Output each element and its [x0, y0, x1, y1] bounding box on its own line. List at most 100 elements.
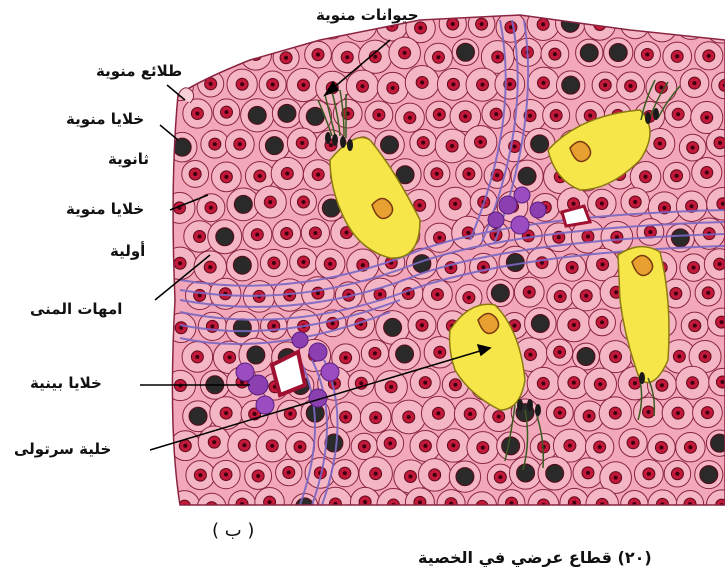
nucleolus — [690, 204, 694, 208]
nucleolus — [272, 324, 276, 328]
dividing-nucleus — [577, 348, 595, 366]
cell-nucleus — [176, 19, 188, 31]
nucleolus — [180, 23, 184, 27]
nucleolus — [648, 230, 652, 234]
cell-nucleus — [179, 500, 191, 512]
nucleolus — [241, 22, 245, 26]
nucleolus — [435, 172, 439, 176]
nucleolus — [693, 324, 697, 328]
dividing-nucleus — [234, 195, 252, 213]
nucleolus — [691, 381, 695, 385]
nucleolus — [437, 112, 441, 116]
dividing-nucleus — [531, 135, 549, 153]
nucleolus — [481, 265, 485, 269]
nucleolus — [313, 231, 317, 235]
nucleolus — [675, 174, 679, 178]
nucleolus — [198, 293, 202, 297]
nucleolus — [242, 443, 246, 447]
dividing-nucleus — [265, 137, 283, 155]
dividing-nucleus — [189, 407, 207, 425]
nucleolus — [344, 356, 348, 360]
nucleolus — [703, 354, 707, 358]
nucleolus — [331, 321, 335, 325]
nucleolus — [377, 113, 381, 117]
nucleolus — [466, 231, 470, 235]
nucleolus — [268, 500, 272, 504]
nucleolus — [374, 416, 378, 420]
label-spermatogonia: امهات المنى — [30, 300, 122, 318]
figure-caption: (٢٠) قطاع عرضي في الخصية — [418, 548, 652, 567]
nucleolus — [224, 473, 228, 477]
nucleolus — [198, 234, 202, 238]
germ-cell — [214, 38, 243, 67]
nucleolus — [572, 501, 576, 505]
nucleolus — [718, 141, 722, 145]
nucleolus — [541, 22, 545, 26]
nucleolus — [210, 506, 214, 510]
nucleolus — [436, 55, 440, 59]
nucleolus — [388, 441, 392, 445]
nucleolus — [389, 385, 393, 389]
nucleolus — [285, 172, 289, 176]
nucleolus — [329, 143, 333, 147]
nucleolus — [480, 22, 484, 26]
germ-cell — [197, 493, 226, 522]
dividing-nucleus — [517, 464, 535, 482]
nucleolus — [419, 26, 423, 30]
nucleolus — [719, 25, 723, 29]
nucleolus — [614, 355, 618, 359]
nucleolus — [255, 233, 259, 237]
nucleolus — [373, 351, 377, 355]
nucleolus — [287, 470, 291, 474]
nucleolus — [527, 290, 531, 294]
nucleolus — [403, 51, 407, 55]
nucleolus — [633, 22, 637, 26]
nucleolus — [240, 82, 244, 86]
nucleolus — [541, 81, 545, 85]
nucleolus — [433, 473, 437, 477]
nucleolus — [298, 445, 302, 449]
cell-nucleus — [656, 21, 668, 33]
nucleolus — [178, 261, 182, 265]
nucleolus — [588, 114, 592, 118]
nucleolus — [467, 296, 471, 300]
nucleolus — [660, 25, 664, 29]
nucleolus — [423, 381, 427, 385]
nucleolus — [391, 86, 395, 90]
nucleolus — [513, 145, 517, 149]
nucleolus — [603, 83, 607, 87]
nucleolus — [633, 200, 637, 204]
cell-nucleus — [206, 502, 218, 514]
nucleolus — [572, 381, 576, 385]
nucleolus — [449, 266, 453, 270]
nucleolus — [481, 83, 485, 87]
nucleolus — [705, 116, 709, 120]
nucleolus — [541, 381, 545, 385]
nucleolus — [374, 472, 378, 476]
nucleolus — [285, 232, 289, 236]
nucleolus — [224, 175, 228, 179]
nucleolus — [631, 441, 635, 445]
nucleolus — [528, 114, 532, 118]
dividing-nucleus — [518, 167, 536, 185]
nucleolus — [572, 323, 576, 327]
dividing-nucleus — [502, 437, 520, 455]
nucleolus — [629, 84, 633, 88]
nucleolus — [226, 50, 230, 54]
nucleolus — [600, 201, 604, 205]
nucleolus — [677, 354, 681, 358]
nucleolus — [423, 444, 427, 448]
nucleolus — [598, 382, 602, 386]
nucleolus — [253, 412, 257, 416]
dividing-nucleus — [546, 464, 564, 482]
cell-nucleus — [194, 51, 206, 63]
label-secondary-spermatocytes-line2: ثانوية — [108, 150, 149, 168]
germ-cell — [184, 41, 216, 73]
dividing-nucleus — [173, 138, 191, 156]
nucleolus — [435, 292, 439, 296]
nucleolus — [195, 112, 199, 116]
nucleolus — [420, 323, 424, 327]
germ-cell — [288, 8, 318, 38]
nucleolus — [453, 383, 457, 387]
nucleolus — [614, 290, 618, 294]
